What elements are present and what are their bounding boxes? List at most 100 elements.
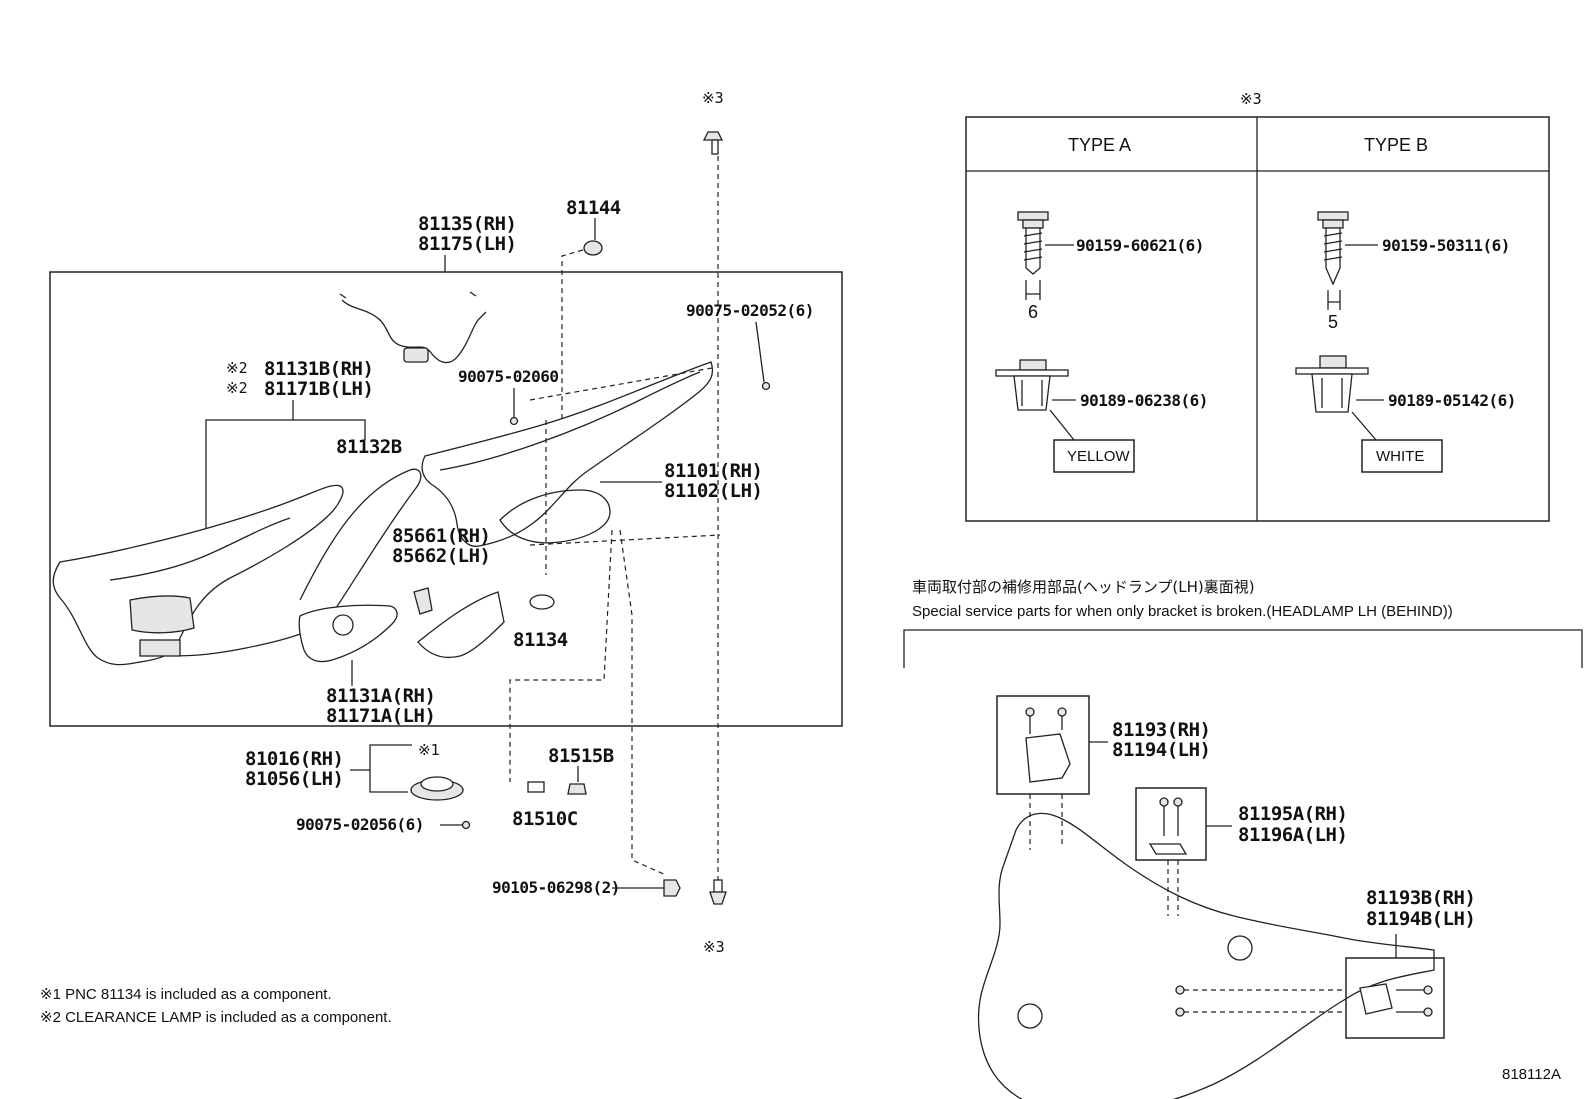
- type-b-color: WHITE: [1376, 448, 1424, 465]
- nut-90105-icon: [663, 879, 681, 897]
- rear-port-a: [1227, 935, 1253, 961]
- ref3-top: ※3: [702, 89, 724, 107]
- dash-90105: [619, 529, 667, 876]
- ref1: ※1: [418, 741, 440, 759]
- label-90075-02052: 90075-02052(6): [686, 301, 814, 320]
- type-b-dim-lines: [1327, 290, 1341, 310]
- screw-90075-02052-icon: [761, 381, 771, 391]
- dash-center-a: [529, 367, 713, 401]
- box-81193: [996, 695, 1090, 795]
- screw-type-b-icon: [1317, 211, 1349, 286]
- housing-81131B-edge: [109, 517, 291, 581]
- screw-type-a-icon: [1017, 211, 1049, 275]
- type-a-color: YELLOW: [1067, 448, 1130, 465]
- housing-81131B: [52, 484, 344, 666]
- bulb-81510C: [527, 781, 545, 793]
- clip-type-b-icon: [1295, 355, 1369, 413]
- bolt-top-icon: [702, 131, 724, 155]
- box-81193B: [1345, 957, 1445, 1039]
- label-81171B: 81171B(LH): [264, 378, 373, 400]
- ref2-b: ※2: [226, 379, 248, 397]
- service-title-en: Special service parts for when only brac…: [912, 603, 1453, 620]
- type-b-clip-pn: 90189-05142(6): [1388, 391, 1516, 410]
- figure-id: 818112A: [1502, 1066, 1561, 1083]
- screw-90075-02060-icon: [509, 416, 519, 426]
- lamp-rear-body: [977, 812, 1435, 1099]
- fog-lamp-lens: [332, 614, 354, 636]
- label-81175: 81175(LH): [418, 233, 516, 255]
- label-81195A: 81195A(RH): [1238, 803, 1347, 825]
- type-b-color-box: [1361, 439, 1443, 473]
- ref2-a: ※2: [226, 359, 248, 377]
- clip-81515B: [567, 783, 587, 795]
- type-b-dim: 5: [1328, 312, 1338, 332]
- bracket-81193-icon: [1025, 707, 1071, 783]
- label-81144: 81144: [566, 197, 621, 219]
- grommet-81144: [583, 240, 603, 256]
- box-81195A: [1135, 787, 1207, 861]
- rear-port-b: [1017, 1003, 1043, 1029]
- label-81132B: 81132B: [336, 436, 402, 458]
- ring-81134: [529, 594, 555, 610]
- label-81101: 81101(RH): [664, 460, 762, 482]
- service-frame: [903, 629, 1583, 668]
- label-90105-06298: 90105-06298(2): [492, 878, 620, 897]
- type-a-screw-pn: 90159-60621(6): [1076, 236, 1204, 255]
- type-b-screw-pn: 90159-50311(6): [1382, 236, 1510, 255]
- leader-type-b-color: [1351, 411, 1377, 441]
- label-81102: 81102(LH): [664, 480, 762, 502]
- ref3-bottom: ※3: [703, 938, 725, 956]
- label-81515B: 81515B: [548, 745, 614, 767]
- clip-type-a-icon: [995, 359, 1069, 411]
- label-81194B: 81194B(LH): [1366, 908, 1475, 930]
- type-b-header: TYPE B: [1364, 135, 1428, 155]
- label-81134: 81134: [513, 629, 568, 651]
- leader-81016-a: [350, 744, 412, 771]
- socket-81016-icon: [410, 776, 464, 801]
- label-81196A: 81196A(LH): [1238, 824, 1347, 846]
- label-81193: 81193(RH): [1112, 719, 1210, 741]
- dash-81144: [561, 249, 584, 425]
- label-81131A: 81131A(RH): [326, 685, 435, 707]
- housing-81101-socket: [499, 489, 611, 544]
- lens-81132B: [135, 468, 422, 657]
- label-81131B: 81131B(RH): [264, 358, 373, 380]
- wire-connector: [403, 347, 429, 363]
- type-a-dim: 6: [1028, 302, 1038, 322]
- label-81135: 81135(RH): [418, 213, 516, 235]
- dash-81510C: [509, 529, 613, 782]
- label-81016: 81016(RH): [245, 748, 343, 770]
- label-81194: 81194(LH): [1112, 739, 1210, 761]
- screw-90075-02056-icon: [461, 820, 471, 830]
- label-81171A: 81171A(LH): [326, 705, 435, 727]
- bracket-81193B-icon: [1359, 983, 1433, 1017]
- boss-81193B-a: [1175, 985, 1185, 995]
- label-81193B: 81193B(RH): [1366, 887, 1475, 909]
- housing-81131B-base: [139, 639, 181, 657]
- label-85661: 85661(RH): [392, 525, 490, 547]
- boss-81193B-b: [1175, 1007, 1185, 1017]
- housing-81101-edge: [439, 371, 701, 471]
- part-side-marker: [417, 591, 505, 659]
- leader-90075-02052: [755, 321, 765, 383]
- label-81056: 81056(LH): [245, 768, 343, 790]
- note-2: ※2 CLEARANCE LAMP is included as a compo…: [40, 1009, 392, 1026]
- type-a-clip-pn: 90189-06238(6): [1080, 391, 1208, 410]
- assembly-frame: [49, 271, 843, 727]
- wire-harness: [339, 291, 487, 364]
- type-a-dim-lines: [1025, 280, 1041, 300]
- label-90075-02056: 90075-02056(6): [296, 815, 424, 834]
- label-85662: 85662(LH): [392, 545, 490, 567]
- part-85661: [413, 587, 433, 615]
- type-a-color-box: [1053, 439, 1135, 473]
- housing-81131B-socket: [129, 595, 195, 634]
- label-90075-02060: 90075-02060: [458, 367, 558, 386]
- leader-81016-b: [369, 770, 408, 793]
- bolt-bottom-icon: [709, 879, 727, 905]
- dash-center-b: [529, 534, 721, 546]
- housing-81101: [421, 361, 714, 547]
- bracket-81131B: [205, 419, 366, 528]
- service-title-jp: 車両取付部の補修用部品(ヘッドランプ(LH)裏面視): [912, 578, 1255, 596]
- note-1: ※1 PNC 81134 is included as a component.: [40, 986, 332, 1003]
